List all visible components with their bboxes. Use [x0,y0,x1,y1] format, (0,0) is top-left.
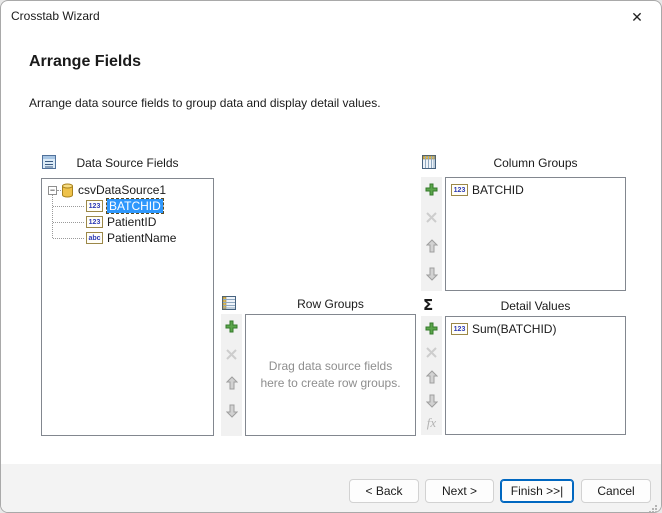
next-button[interactable]: Next > [425,479,494,503]
detail-value-item[interactable]: 123 Sum(BATCHID) [446,317,625,336]
add-column-group-button[interactable] [423,181,440,198]
add-icon [225,320,238,333]
finish-button[interactable]: Finish >>| [500,479,574,503]
column-groups-label: Column Groups [493,156,578,170]
detail-values-label: Detail Values [500,299,571,313]
tree-connector [53,206,84,207]
text-field-icon: abc [86,232,103,244]
edit-expression-button[interactable]: fx [423,414,440,431]
add-row-group-button[interactable] [223,318,240,335]
move-detail-value-down-button[interactable] [423,392,440,409]
tree-connector [53,238,84,239]
arrow-down-icon [225,404,238,418]
tree-connector [57,190,63,191]
detail-values-list[interactable]: 123 Sum(BATCHID) [445,316,626,435]
window-title: Crosstab Wizard [11,9,100,23]
tree-node-field[interactable]: abc PatientName [86,230,176,246]
fx-icon: fx [426,414,437,430]
add-detail-value-button[interactable] [423,320,440,337]
cancel-button[interactable]: Cancel [581,479,651,503]
remove-icon [426,212,437,223]
number-field-icon: 123 [86,200,103,212]
data-source-fields-icon [41,154,57,170]
tree-node-label: PatientName [107,231,177,245]
remove-detail-value-button[interactable] [423,344,440,361]
column-groups-header: Column Groups [422,155,626,170]
tree-node-label-selected: BATCHID [106,198,164,214]
row-groups-icon [221,295,237,311]
detail-values-header: Σ Detail Values [423,296,626,314]
sigma-icon: Σ [423,296,434,314]
close-icon: ✕ [631,8,643,25]
close-button[interactable]: ✕ [621,3,653,31]
data-source-fields-tree[interactable]: − csvDataSource1 123 BATCHID 123 Patient… [41,178,214,436]
remove-column-group-button[interactable] [423,209,440,226]
row-groups-list[interactable]: Drag data source fields here to create r… [245,314,416,436]
arrow-up-icon [425,369,438,383]
row-groups-toolbar [221,314,242,436]
resize-grip[interactable] [648,501,658,512]
remove-icon [426,347,437,358]
page-title: Arrange Fields [29,53,142,70]
add-icon [425,183,438,196]
arrow-up-icon [425,238,438,252]
move-column-group-up-button[interactable] [423,237,440,254]
number-field-icon: 123 [86,216,103,228]
arrow-down-icon [425,267,438,281]
tree-node-label: PatientID [107,215,157,229]
row-groups-placeholder: Drag data source fields here to create r… [260,358,401,390]
footer-bar: < Back Next > Finish >>| Cancel [1,464,661,512]
page-subtitle: Arrange data source fields to group data… [29,96,381,110]
detail-value-item-label: Sum(BATCHID) [472,322,557,336]
move-row-group-up-button[interactable] [223,374,240,391]
tree-connector [53,222,84,223]
row-groups-label: Row Groups [297,297,364,311]
database-icon [61,183,74,198]
column-groups-toolbar [421,177,442,291]
tree-expander-icon[interactable]: − [48,184,57,195]
tree-node-field[interactable]: 123 PatientID [86,214,156,230]
data-source-fields-header: Data Source Fields [41,154,214,170]
back-button[interactable]: < Back [349,479,419,503]
arrow-up-icon [225,375,238,389]
tree-node-label: csvDataSource1 [78,183,167,197]
column-group-item-label: BATCHID [472,183,524,197]
remove-icon [226,349,237,360]
tree-node-datasource[interactable]: − csvDataSource1 [48,182,166,198]
move-row-group-down-button[interactable] [223,402,240,419]
row-groups-header: Row Groups [222,296,416,311]
tree-connector [52,194,53,238]
detail-values-toolbar: fx [421,316,442,435]
arrow-down-icon [425,394,438,408]
move-column-group-down-button[interactable] [423,265,440,282]
column-group-item[interactable]: 123 BATCHID [446,178,625,197]
column-groups-icon [421,154,437,170]
tree-node-field[interactable]: 123 BATCHID [86,198,164,214]
number-field-icon: 123 [451,323,468,335]
remove-row-group-button[interactable] [223,346,240,363]
add-icon [425,322,438,335]
number-field-icon: 123 [451,184,468,196]
data-source-fields-label: Data Source Fields [76,156,179,170]
move-detail-value-up-button[interactable] [423,368,440,385]
column-groups-list[interactable]: 123 BATCHID [445,177,626,291]
